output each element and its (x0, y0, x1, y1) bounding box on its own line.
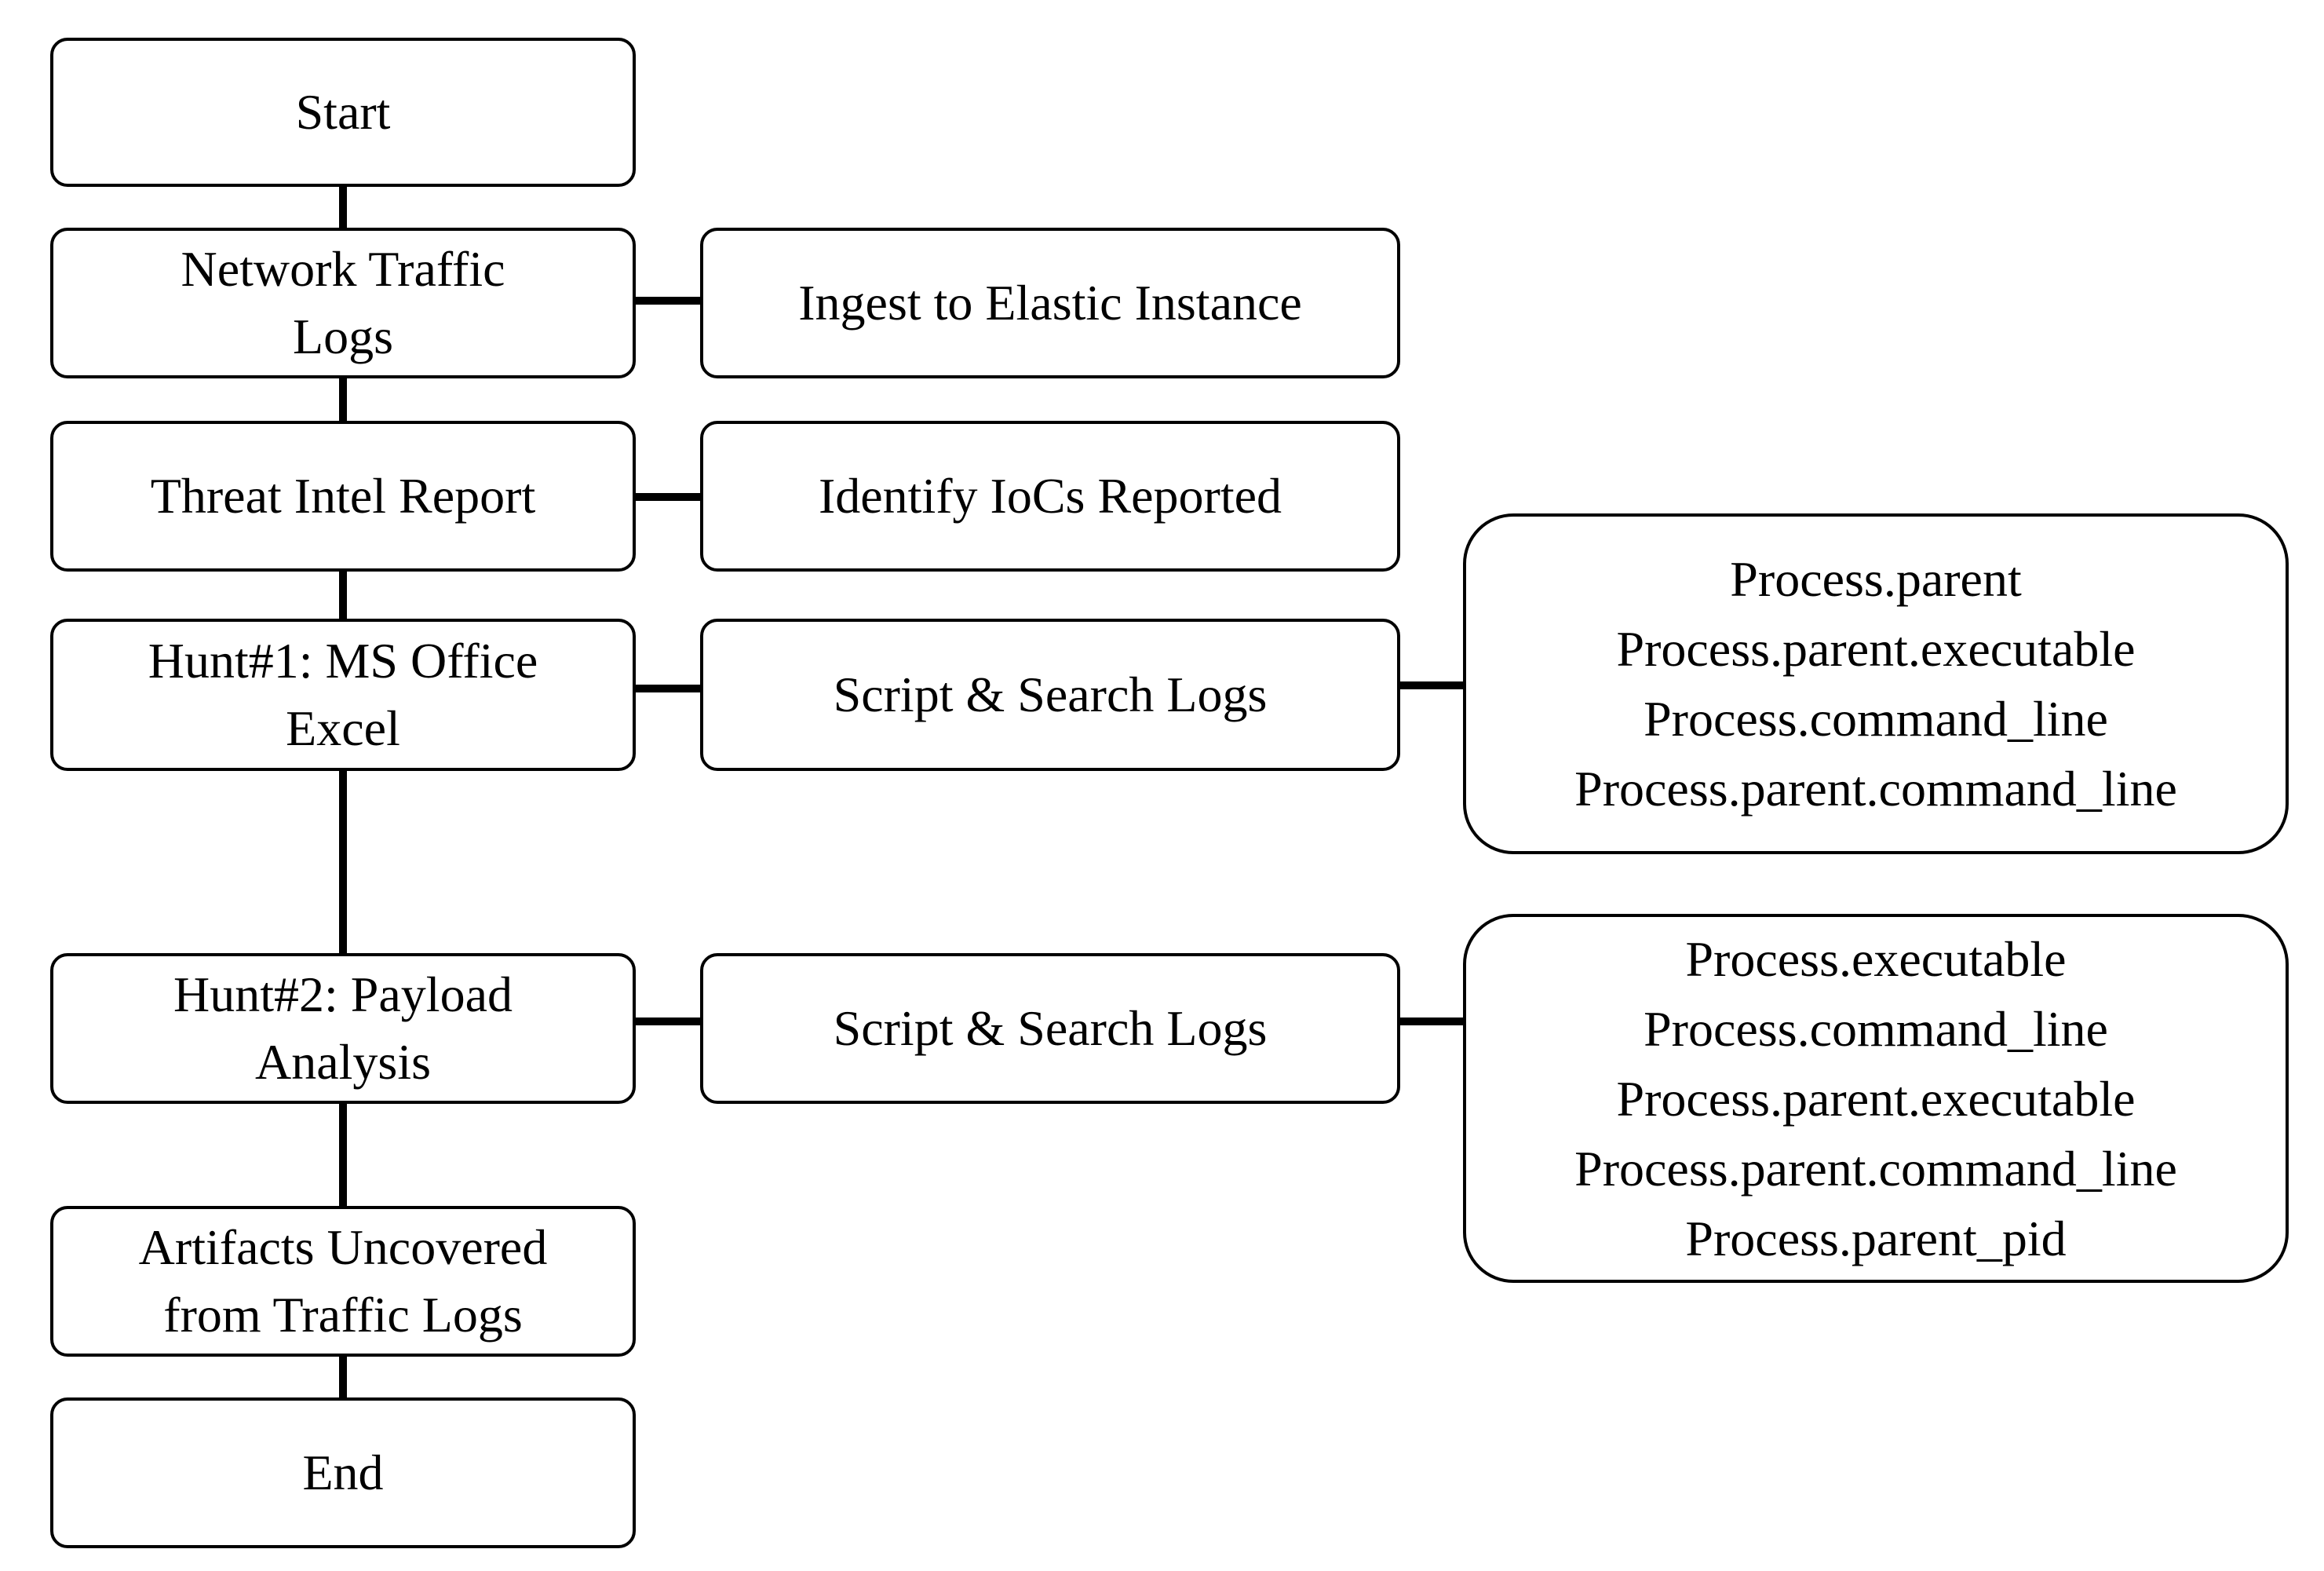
connector-network-threat (339, 377, 347, 422)
hunt1-field: Process.command_line (1644, 691, 2108, 747)
hunt1-label-line-2: Excel (286, 700, 400, 756)
connector-script2-fields (1399, 1017, 1465, 1025)
network-traffic-logs-node: Network Traffic Logs (50, 228, 636, 378)
hunt2-field: Process.parent.command_line (1574, 1140, 2177, 1197)
connector-script1-fields (1399, 681, 1465, 689)
artifacts-label-line-1: Artifacts Uncovered (138, 1219, 548, 1275)
connector-threat-identify (634, 493, 702, 501)
connector-artifacts-end (339, 1355, 347, 1399)
threat-intel-report-node: Threat Intel Report (50, 421, 636, 572)
hunt1-node: Hunt#1: MS Office Excel (50, 619, 636, 771)
hunt2-fields-node: Process.executable Process.command_line … (1463, 914, 2289, 1283)
hunt2-field: Process.parent.executable (1616, 1070, 2136, 1127)
hunt1-field: Process.parent (1730, 551, 2022, 607)
hunt2-field: Process.executable (1685, 930, 2067, 987)
script-search-node-1: Script & Search Logs (700, 619, 1400, 771)
script1-label: Script & Search Logs (833, 667, 1268, 722)
network-label-line-2: Logs (293, 309, 393, 364)
artifacts-node: Artifacts Uncovered from Traffic Logs (50, 1206, 636, 1357)
hunt1-field: Process.parent.executable (1616, 621, 2136, 677)
end-node: End (50, 1397, 636, 1548)
hunt2-field: Process.command_line (1644, 1000, 2108, 1057)
artifacts-label-line-2: from Traffic Logs (163, 1287, 523, 1343)
script2-label: Script & Search Logs (833, 1000, 1268, 1056)
connector-hunt2-script (634, 1017, 702, 1025)
hunt1-label-line-1: Hunt#1: MS Office (148, 633, 538, 689)
connector-start-network (339, 185, 347, 229)
hunt2-node: Hunt#2: Payload Analysis (50, 953, 636, 1104)
ingest-label: Ingest to Elastic Instance (798, 275, 1302, 331)
end-label: End (302, 1445, 384, 1500)
network-label-line-1: Network Traffic (181, 241, 505, 297)
hunt2-label-line-1: Hunt#2: Payload (173, 966, 513, 1022)
ingest-node: Ingest to Elastic Instance (700, 228, 1400, 378)
hunt2-label-line-2: Analysis (255, 1034, 431, 1090)
script-search-node-2: Script & Search Logs (700, 953, 1400, 1104)
identify-label: Identify IoCs Reported (818, 468, 1282, 524)
connector-network-ingest (634, 297, 702, 305)
start-label: Start (295, 84, 391, 140)
threat-label: Threat Intel Report (150, 468, 536, 524)
connector-hunt2-artifacts (339, 1102, 347, 1207)
hunt1-fields-node: Process.parent Process.parent.executable… (1463, 513, 2289, 854)
hunt2-field: Process.parent_pid (1685, 1210, 2067, 1266)
connector-hunt1-hunt2 (339, 769, 347, 955)
start-node: Start (50, 38, 636, 187)
identify-iocs-node: Identify IoCs Reported (700, 421, 1400, 572)
hunt1-field: Process.parent.command_line (1574, 761, 2177, 817)
connector-threat-hunt1 (339, 570, 347, 620)
connector-hunt1-script (634, 685, 702, 692)
